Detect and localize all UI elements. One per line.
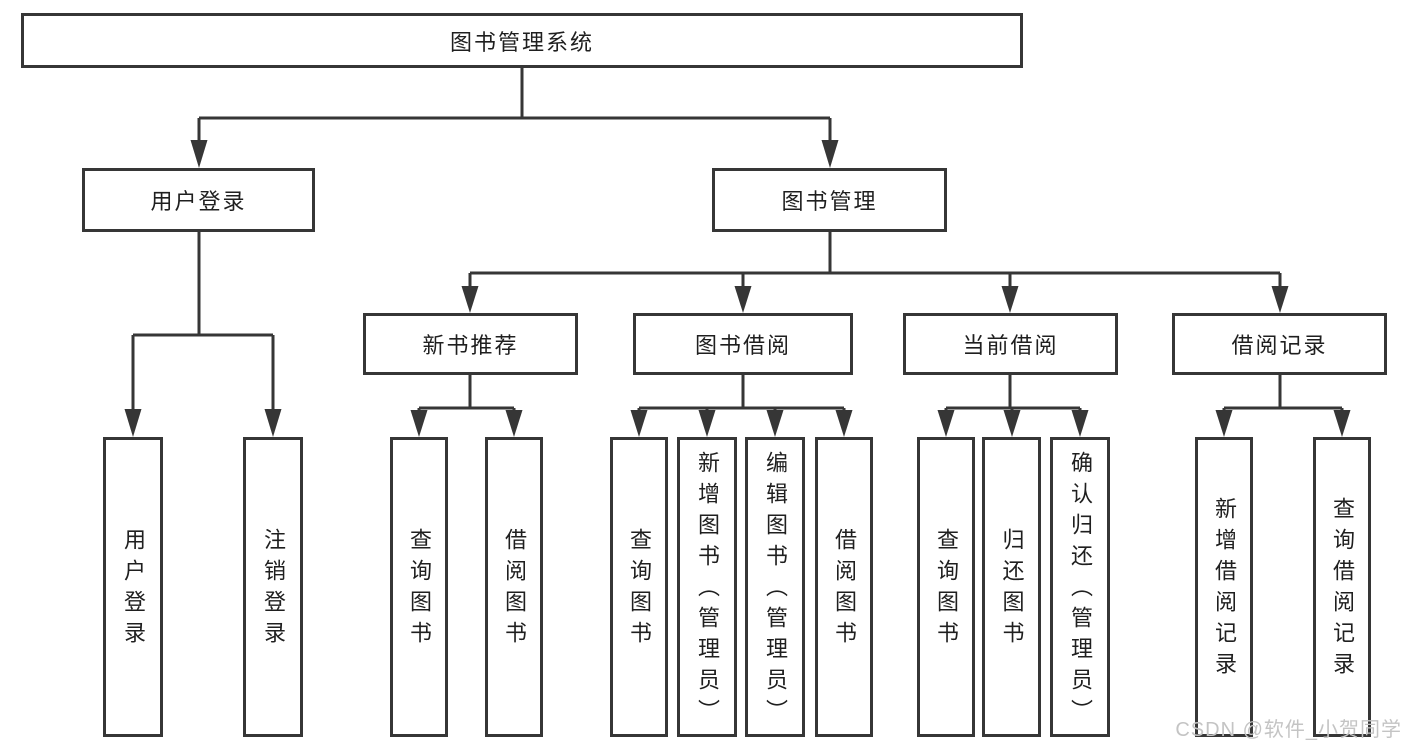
- node-book-borrowing: 图书借阅: [633, 313, 853, 375]
- leaf-add-books-admin: 新增图书（管理员）: [677, 437, 737, 737]
- leaf-logout: 注销登录: [243, 437, 303, 737]
- leaf-user-login: 用户登录: [103, 437, 163, 737]
- leaf-borrow-books: 借阅图书: [815, 437, 873, 737]
- leaf-query-books-borrow: 查询图书: [610, 437, 668, 737]
- node-root-system: 图书管理系统: [21, 13, 1023, 68]
- leaf-return-books: 归还图书: [982, 437, 1041, 737]
- node-user-login: 用户登录: [82, 168, 315, 232]
- arrowheads: [124, 140, 1351, 437]
- leaf-add-borrow-record: 新增借阅记录: [1195, 437, 1253, 737]
- node-book-management: 图书管理: [712, 168, 947, 232]
- leaf-edit-books-admin: 编辑图书（管理员）: [745, 437, 805, 737]
- node-current-borrowing: 当前借阅: [903, 313, 1118, 375]
- leaf-query-books-recommend: 查询图书: [390, 437, 448, 737]
- csdn-watermark: CSDN @软件_小贺同学: [1175, 719, 1402, 741]
- leaf-query-books-current: 查询图书: [917, 437, 975, 737]
- leaf-borrow-books-recommend: 借阅图书: [485, 437, 543, 737]
- node-borrowing-records: 借阅记录: [1172, 313, 1387, 375]
- leaf-confirm-return-admin: 确认归还（管理员）: [1050, 437, 1110, 737]
- node-new-book-recommend: 新书推荐: [363, 313, 578, 375]
- leaf-query-borrow-record: 查询借阅记录: [1313, 437, 1371, 737]
